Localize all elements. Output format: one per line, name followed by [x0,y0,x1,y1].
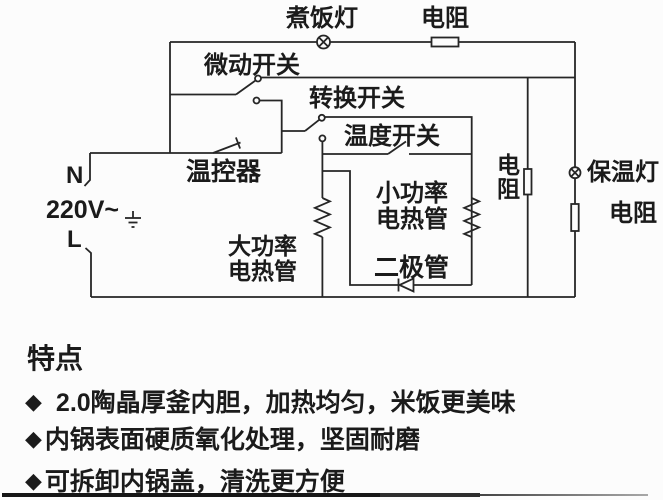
temp-switch-symbol [318,134,472,198]
transfer-switch-symbol [252,96,473,285]
feature-item: ◆可拆卸内锅盖，清洗更方便 [25,468,345,496]
thermostat-symbol [212,137,241,154]
diamond-bullet-icon: ◆ [25,426,42,451]
label-neutral: N [66,162,84,189]
label-resistor-mid: 电阻 [497,152,520,202]
top-resistor-symbol [430,36,460,48]
label-micro-switch: 微动开关 [204,52,300,79]
label-diode: 二极管 [374,254,450,282]
label-high-power-heater: 大功率电热管 [228,233,297,284]
micro-switch-symbol [170,74,575,96]
feature-item: ◆2.0陶晶厚釜内胆，加热均匀，米饭更美味 [25,389,516,417]
label-warm-lamp: 保温灯 [587,159,659,186]
wire-neutral-lead [83,153,91,187]
circuit-diagram [83,34,582,298]
wire-live-lead [84,247,92,297]
label-voltage: 220V~ [46,196,119,224]
warm-lamp-branch [568,42,582,297]
high-power-heater-symbol [312,197,333,297]
label-thermostat: 温控器 [186,158,262,186]
diode-symbol [397,277,415,293]
diamond-bullet-icon: ◆ [25,389,42,414]
label-transfer-switch: 转换开关 [309,85,405,112]
ground-icon [125,211,141,228]
label-resistor-right: 电阻 [609,200,657,227]
cook-lamp-symbol [316,34,331,50]
bottom-border-faint [480,493,648,496]
features-title: 特点 [27,343,84,374]
low-power-heater-symbol [461,197,482,238]
mid-resistor-symbol [523,168,533,196]
label-cook-lamp: 煮饭灯 [286,5,358,32]
label-low-power-heater: 小功率电热管 [376,180,448,233]
label-live: L [67,226,82,253]
feature-item: ◆内锅表面硬质氧化处理，坚固耐磨 [25,426,420,454]
bottom-border [2,492,380,497]
bottom-border-mid [380,493,480,497]
mid-resistor-branch [523,77,533,297]
label-resistor-top: 电阻 [421,5,469,32]
right-resistor-symbol [570,203,580,232]
diamond-bullet-icon: ◆ [25,468,42,493]
label-temp-switch: 温度开关 [344,123,440,150]
